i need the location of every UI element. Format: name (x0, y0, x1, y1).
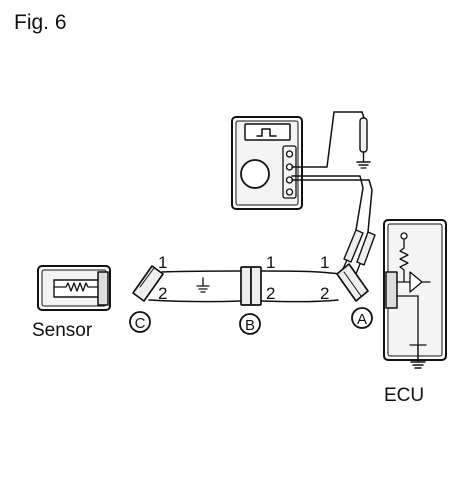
ecu (383, 219, 447, 369)
connector-c-pin1: 1 (158, 253, 167, 272)
supply-terminal-icon (400, 232, 408, 240)
oscilloscope-screen (244, 123, 291, 141)
ecu-circuit (396, 232, 431, 346)
connector-c-pin2: 2 (158, 284, 167, 303)
connector-a-badge (351, 307, 373, 329)
connector-c-badge (129, 311, 151, 333)
sensor-connector (97, 271, 109, 306)
connector-a-pin2: 2 (320, 284, 329, 303)
connector-b-pin2: 2 (266, 284, 275, 303)
connector-c (132, 265, 164, 302)
connector-c-letter: C (135, 315, 146, 332)
connector-a-letter: A (357, 311, 367, 328)
resistor-icon (53, 282, 101, 292)
probe-leads (291, 111, 373, 233)
connector-b (240, 266, 262, 306)
wire-harness (148, 270, 341, 303)
back-probe-pins (341, 229, 376, 275)
ecu-connector (385, 271, 398, 309)
ecu-ground-icon (410, 344, 426, 369)
ground-probe (356, 111, 371, 169)
oscilloscope (231, 116, 303, 210)
ecu-label: ECU (384, 385, 424, 406)
connector-b-letter: B (245, 317, 255, 334)
sensor (37, 265, 111, 311)
shield-ground-icon (196, 277, 210, 293)
oscilloscope-dial (240, 159, 270, 189)
connector-b-pin1: 1 (266, 253, 275, 272)
figure-label: Fig. 6 (14, 11, 67, 34)
pullup-resistor-icon (399, 247, 409, 283)
sensor-label: Sensor (32, 320, 93, 341)
pulse-waveform-icon (256, 128, 277, 137)
connector-b-badge (239, 313, 261, 335)
connector-a-pin1: 1 (320, 253, 329, 272)
oscilloscope-jacks (282, 145, 297, 199)
connector-a (336, 263, 369, 302)
